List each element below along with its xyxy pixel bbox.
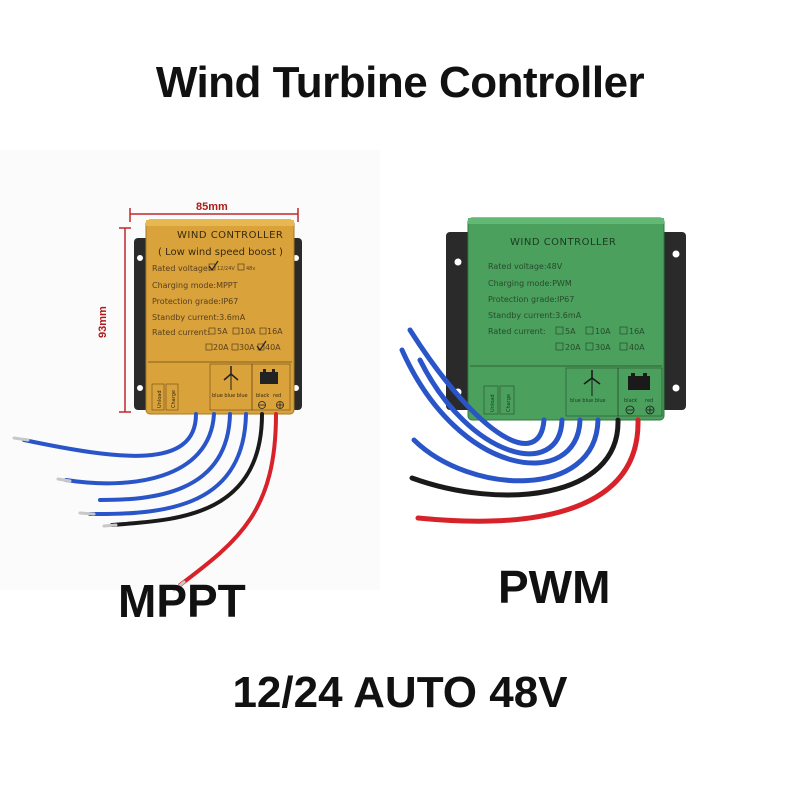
pwm-terminal-blue: blue blue blue	[570, 398, 606, 404]
mppt-panel-subtitle: ( Low wind speed boost )	[158, 247, 283, 258]
mount-hole	[137, 385, 143, 391]
mppt-protection: Protection grade:IP67	[152, 297, 238, 306]
checkbox-icon	[237, 263, 245, 271]
mppt-label: MPPT	[118, 575, 246, 627]
plus-icon	[276, 401, 284, 409]
pwm-current-10a: 10A	[595, 327, 611, 336]
mppt-terminal-blue: blue blue blue	[212, 393, 248, 399]
mppt-charging-mode: Charging mode:MPPT	[152, 281, 238, 290]
minus-icon	[258, 401, 266, 409]
pwm-terminal-unload: Unload	[490, 394, 496, 412]
pwm-current-20a: 20A	[565, 343, 581, 352]
pwm-standby: Standby current:3.6mA	[488, 311, 582, 320]
pwm-panel-title: WIND CONTROLLER	[510, 237, 616, 248]
mppt-panel-title: WIND CONTROLLER	[177, 230, 283, 241]
mppt-terminal-unload: Unload	[157, 390, 163, 408]
mppt-current-40a: 40A	[265, 343, 281, 352]
mppt-current-5a: 5A	[217, 327, 228, 336]
dimension-width-label: 85mm	[196, 201, 228, 213]
mount-hole	[454, 258, 462, 266]
checkbox-icon	[619, 326, 628, 335]
turbine-icon	[223, 366, 239, 390]
checkbox-icon	[205, 343, 213, 351]
turbine-icon	[583, 370, 601, 396]
mppt-controller: 85mm 93mm WIND CONTROLLER ( Low wind spe…	[12, 201, 302, 592]
mount-hole	[672, 384, 680, 392]
mppt-terminal-black: black	[256, 393, 269, 399]
mppt-terminal-red: red	[273, 393, 281, 399]
checkbox-icon	[555, 342, 564, 351]
mount-hole	[137, 255, 143, 261]
pwm-current-30a: 30A	[595, 343, 611, 352]
pwm-current-16a: 16A	[629, 327, 645, 336]
mppt-voltage-option-2: 48v	[246, 266, 255, 272]
pwm-label: PWM	[498, 561, 611, 613]
pwm-rated-voltage: Rated voltage:48V	[488, 262, 563, 271]
checkbox-icon	[259, 327, 267, 335]
battery-icon	[260, 369, 278, 384]
checkbox-icon	[231, 343, 239, 351]
pwm-charging-mode: Charging mode:PWM	[488, 279, 572, 288]
pwm-controller: WIND CONTROLLER Rated voltage:48V Chargi…	[399, 217, 686, 524]
pwm-terminal-charge: Charge	[506, 394, 512, 412]
checkbox-icon	[585, 342, 594, 351]
checkbox-icon	[585, 326, 594, 335]
mppt-wires	[12, 412, 278, 592]
checkbox-icon	[619, 342, 628, 351]
dimension-height-label: 93mm	[97, 306, 109, 338]
mppt-rated-voltage: Rated voltage:	[152, 264, 211, 273]
pwm-terminal-red: red	[645, 398, 653, 404]
dimension-height: 93mm	[97, 227, 131, 413]
mppt-current-10a: 10A	[240, 327, 256, 336]
checkbox-icon	[208, 327, 216, 335]
minus-icon	[625, 405, 635, 415]
mppt-voltage-option-1: 12/24V	[217, 266, 235, 272]
voltage-caption: 12/24 AUTO 48V	[232, 668, 568, 717]
mppt-terminal-charge: Charge	[171, 390, 177, 408]
check-icon	[208, 260, 219, 272]
pwm-wires	[399, 327, 641, 524]
dimension-width: 85mm	[129, 201, 299, 222]
plus-icon	[645, 405, 655, 415]
checkbox-icon	[232, 327, 240, 335]
check-icon	[256, 340, 267, 352]
mppt-rated-current: Rated current:	[152, 328, 210, 337]
mppt-current-20a: 20A	[213, 343, 229, 352]
pwm-current-40a: 40A	[629, 343, 645, 352]
headline: Wind Turbine Controller	[155, 58, 645, 107]
pwm-current-5a: 5A	[565, 327, 576, 336]
mount-hole	[672, 250, 680, 258]
mppt-current-30a: 30A	[239, 343, 255, 352]
pwm-terminal-black: black	[624, 398, 637, 404]
mppt-standby: Standby current:3.6mA	[152, 313, 246, 322]
checkbox-icon	[555, 326, 564, 335]
battery-icon	[628, 373, 650, 390]
mppt-current-16a: 16A	[267, 327, 283, 336]
pwm-rated-current: Rated current:	[488, 327, 546, 336]
pwm-protection: Protection grade:IP67	[488, 295, 574, 304]
